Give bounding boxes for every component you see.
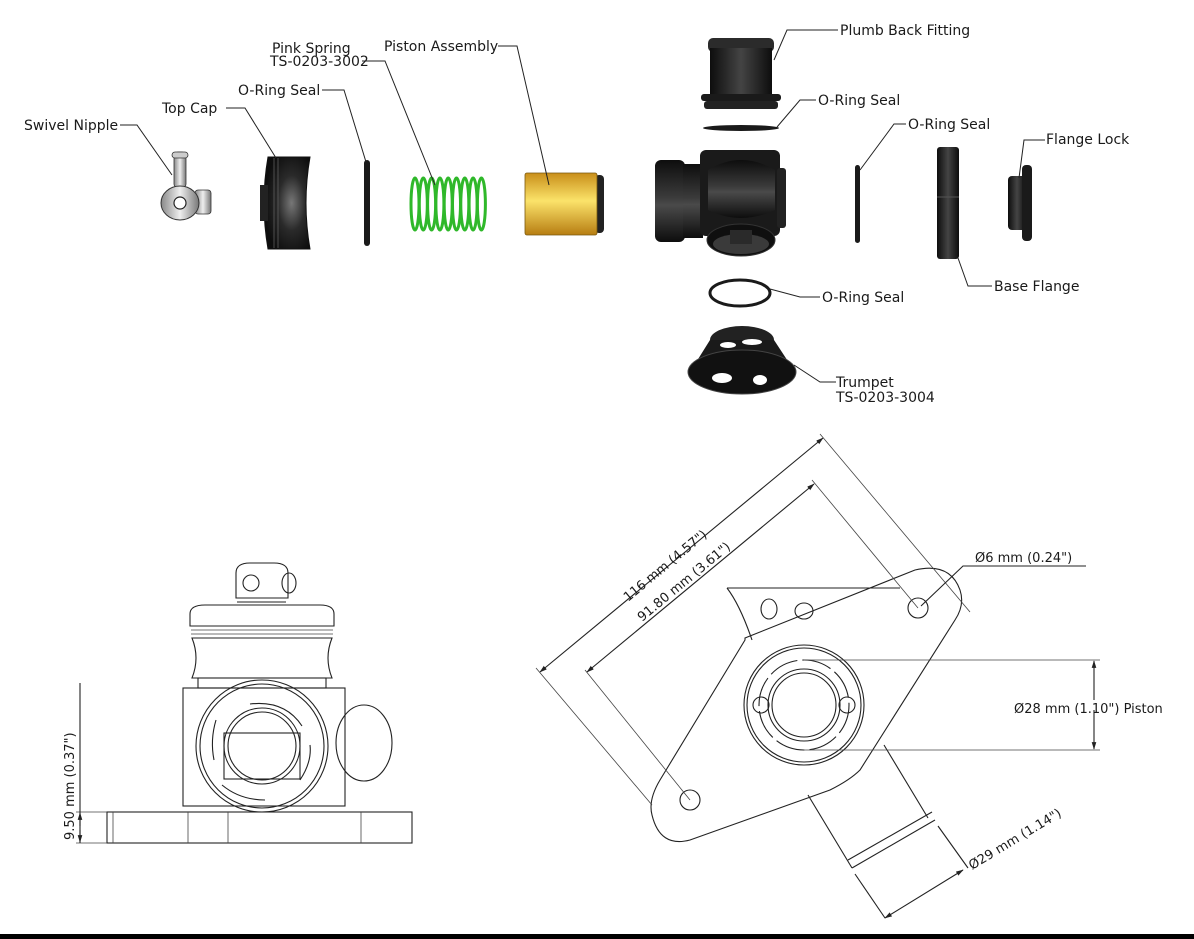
valve-body-part: [655, 150, 786, 257]
spring-coil: [417, 176, 429, 232]
label-trumpet-part: TS-0203-3004: [835, 390, 935, 406]
label-oring-seal-4: O-Ring Seal: [822, 290, 904, 306]
trumpet-part: [687, 326, 797, 395]
label-piston-assembly: Piston Assembly: [384, 39, 498, 55]
label-pink-spring: Pink Spring: [272, 41, 351, 57]
oring-seal-1-part: [364, 160, 370, 246]
dim-piston-diameter: Ø28 mm (1.10") Piston: [1014, 702, 1163, 717]
label-flange-lock: Flange Lock: [1046, 132, 1130, 148]
front-view-drawing: [76, 562, 413, 844]
plumb-back-fitting-part: [701, 38, 781, 109]
dim-hole-diameter: Ø6 mm (0.24"): [975, 551, 1072, 566]
spring-coil: [475, 176, 487, 232]
flange-lock-part: [1008, 165, 1032, 241]
label-swivel-nipple: Swivel Nipple: [24, 118, 118, 134]
dim-outlet-diameter: Ø29 mm (1.14"): [966, 806, 1064, 873]
dim-flange-height: 9.50 mm (0.37"): [63, 732, 78, 840]
swivel-nipple-part: [160, 151, 212, 221]
bottom-border: [0, 934, 1194, 939]
label-base-flange: Base Flange: [994, 279, 1079, 295]
top-view-drawing: [535, 433, 1100, 919]
pink-spring-part: [409, 176, 487, 232]
base-flange-part: [937, 147, 959, 259]
label-top-cap: Top Cap: [161, 101, 217, 117]
spring-coil: [434, 176, 446, 232]
piston-assembly-part: [524, 172, 604, 236]
label-trumpet: Trumpet: [835, 375, 894, 391]
label-pink-spring-part: TS-0203-3002: [269, 54, 369, 70]
oring-seal-2-part: [703, 125, 779, 131]
oring-seal-3-part: [855, 165, 860, 243]
oring-seal-4-part: [708, 278, 772, 308]
label-oring-seal-1: O-Ring Seal: [238, 83, 320, 99]
spring-coil: [459, 176, 471, 232]
label-oring-seal-3: O-Ring Seal: [908, 117, 990, 133]
label-oring-seal-2: O-Ring Seal: [818, 93, 900, 109]
top-cap-part: [260, 156, 311, 250]
label-plumb-back-fitting: Plumb Back Fitting: [840, 23, 970, 39]
